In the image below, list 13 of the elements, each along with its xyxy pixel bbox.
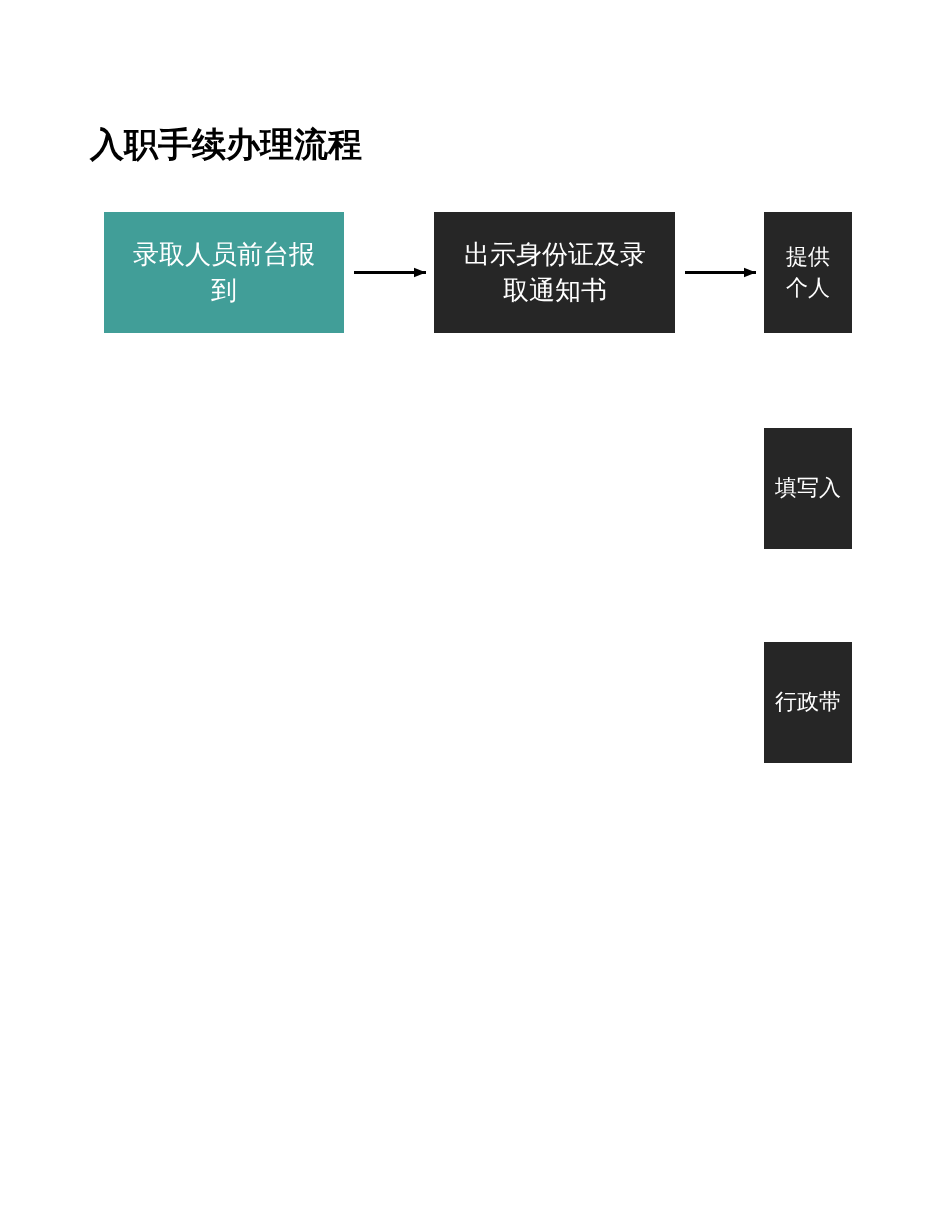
process-box — [104, 212, 344, 333]
process-box — [434, 212, 675, 333]
page-title: 入职手续办理流程 — [90, 123, 362, 166]
process-box — [764, 428, 852, 549]
step-label: 填写入 — [775, 474, 841, 503]
arrow — [354, 267, 426, 278]
step-label: 录取人员前台报到 — [132, 237, 316, 307]
step-label: 出示身份证及录取通知书 — [462, 237, 647, 307]
step-label: 提供个人 — [785, 243, 831, 302]
process-box — [764, 642, 852, 763]
process-box — [764, 212, 852, 333]
arrow — [685, 267, 756, 278]
step-label: 行政带 — [775, 688, 841, 717]
